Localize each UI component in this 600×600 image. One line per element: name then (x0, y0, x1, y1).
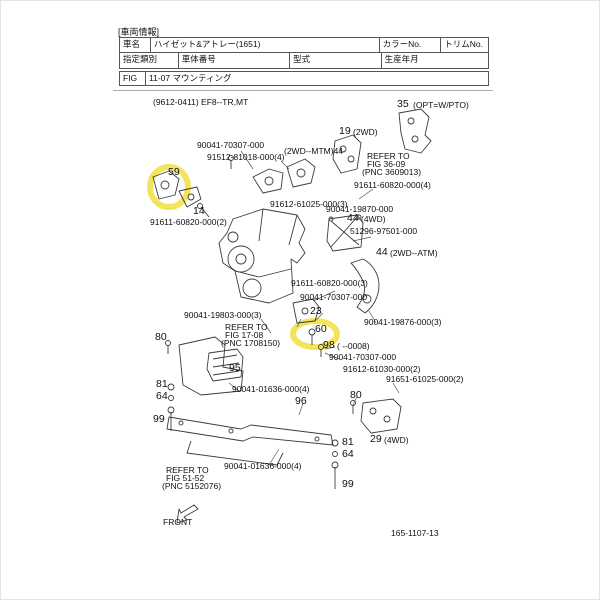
vehicle-info-section-label: [車両情報] (118, 27, 160, 37)
part-number: 90041-19870-000 (326, 204, 394, 214)
part-number: 90041-19803-000(3) (184, 310, 262, 320)
callout-99: 99 (342, 478, 354, 490)
part-number: 91512-81018-000(4) (207, 152, 285, 162)
callout-29: 29 (370, 433, 382, 445)
callout-19: 19 (339, 125, 351, 137)
callout-99: 99 (153, 413, 165, 425)
doc-code: 165-1107-13 (391, 528, 439, 538)
arm-44-2wd-atm-drawing (350, 258, 380, 314)
refer-note: REFER TO (225, 322, 268, 332)
part-number: 91611-60820-000(3) (291, 278, 368, 288)
callout-44-4wd: 44 (347, 212, 359, 224)
part-number: 91612-61030-000(2) (343, 364, 421, 374)
qualifier-29: (4WD) (384, 435, 409, 445)
refer-note: REFER TO (166, 465, 209, 475)
fig-table: FIG 11-07 マウンティング (119, 71, 489, 86)
callout-35: 35 (397, 98, 409, 110)
qualifier-44-2wd-mtm: (2WD--MTM)44 (284, 146, 344, 156)
part-number: 91651-61025-000(2) (386, 374, 464, 384)
upper-insulator-drawing (228, 155, 316, 194)
bracket-29-drawing (360, 398, 402, 434)
class-label: 指定類別 (123, 54, 158, 64)
callout-81: 81 (342, 436, 354, 448)
applicability-note: (9612-0411) EF8--TR,MT (153, 97, 249, 107)
callout-80: 80 (155, 331, 167, 343)
left-support-assembly-drawing (165, 336, 244, 431)
production-label: 生産年月 (380, 53, 488, 68)
engine-block-drawing (218, 208, 306, 304)
part-number: 91611-60820-000(2) (150, 217, 227, 227)
color-no-label: カラーNo. (378, 38, 441, 52)
part-number: 91611-60820-000(4) (354, 180, 431, 190)
table-row: 指定類別 車体番号 型式 生産年月 (120, 53, 488, 68)
callout-14: 14 (193, 205, 205, 217)
fig-label: FIG (120, 72, 146, 85)
vehicle-name-value: ハイゼット&アトレー(1651) (149, 38, 379, 52)
callout-23: 23 (310, 305, 322, 317)
vehicle-name-label: 車名 (123, 39, 141, 49)
refer-note: FIG 17-08 (225, 330, 264, 340)
callout-64: 64 (342, 448, 354, 460)
part-number: 90041-01636-000(4) (224, 461, 302, 471)
qualifier-44-4wd: (4WD) (361, 214, 386, 224)
qualifier-35: (OPT=W/PTO) (413, 100, 469, 110)
callout-95: 95 (229, 362, 241, 374)
refer-note: (PNC 3609013) (362, 167, 422, 177)
qualifier-98: ( --0008) (337, 341, 370, 351)
front-mount-bracket-drawing (152, 170, 210, 218)
refer-note: (PNC 5152076) (162, 481, 222, 491)
right-hardware-stack-drawing (331, 400, 356, 489)
bracket-35-drawing (398, 108, 432, 154)
refer-note: (PNC 1708150) (221, 338, 281, 348)
highlight-59 (147, 164, 191, 210)
vehicle-info-table: 車名 ハイゼット&アトレー(1651) カラーNo. トリムNo. 指定類別 車… (119, 37, 489, 69)
refer-note: FIG 36-09 (367, 159, 406, 169)
highlight-marks (147, 164, 340, 350)
part-number: 90041-70307-000 (300, 292, 368, 302)
model-label: 型式 (289, 53, 381, 68)
callout-44-2wd-atm: 44 (376, 246, 388, 258)
refer-note: FIG 51-52 (166, 473, 205, 483)
header-divider (113, 90, 493, 91)
part-number: 51296-97501-000 (350, 226, 418, 236)
callout-81: 81 (156, 378, 168, 390)
callout-60: 60 (315, 323, 327, 335)
part-number: 91612-61025-000(3) (270, 199, 348, 209)
bracket-19-drawing (332, 134, 362, 174)
callout-96: 96 (295, 395, 307, 407)
part-number: 90041-01636-000(4) (232, 384, 310, 394)
callout-59: 59 (168, 166, 180, 178)
qualifier-19: (2WD) (353, 127, 378, 137)
front-label: FRONT (163, 517, 193, 527)
trim-no-label: トリムNo. (440, 38, 488, 52)
fig-value: 11-07 マウンティング (149, 73, 232, 83)
body-no-label: 車体番号 (177, 53, 289, 68)
front-arrow-icon (176, 504, 199, 524)
rear-mount-cluster-drawing (292, 298, 324, 357)
mount-44-4wd-drawing (326, 214, 364, 252)
part-number: 90041-70307-000 (197, 140, 265, 150)
qualifier-44-2wd-atm: (2WD--ATM) (390, 248, 438, 258)
callout-80: 80 (350, 389, 362, 401)
part-number: 90041-19876-000(3) (364, 317, 442, 327)
table-row: 車名 ハイゼット&アトレー(1651) カラーNo. トリムNo. (120, 38, 488, 53)
callout-64: 64 (156, 390, 168, 402)
part-number: 90041-70307-000 (329, 352, 397, 362)
crossmember-drawing (166, 416, 334, 466)
refer-note: REFER TO (367, 151, 410, 161)
callout-98: 98 (323, 339, 335, 351)
